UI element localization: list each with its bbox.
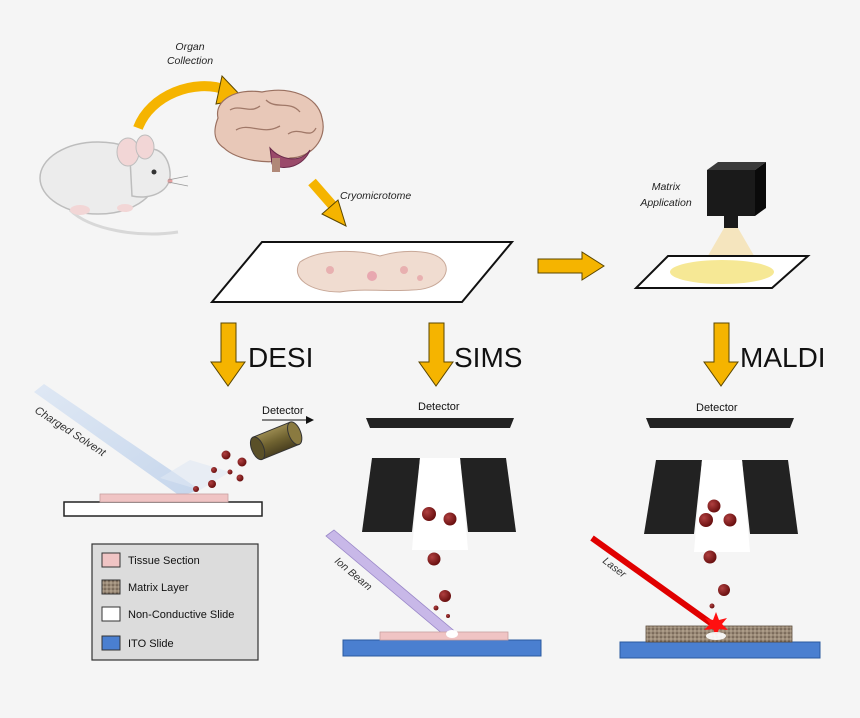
matrix-application-label-1: Matrix bbox=[652, 181, 681, 193]
sims-label: SIMS bbox=[454, 342, 522, 373]
legend-label-ito: ITO Slide bbox=[128, 638, 174, 650]
laser-beam bbox=[590, 535, 714, 627]
maldi-ito-slide bbox=[619, 641, 821, 659]
cryomicrotome-label: Cryomicrotome bbox=[340, 190, 411, 202]
legend: Tissue Section Matrix Layer Non-Conducti… bbox=[91, 543, 259, 661]
legend-swatch-matrix bbox=[101, 579, 121, 595]
sims-ito-slide bbox=[342, 639, 542, 657]
to-matrix-arrow bbox=[537, 251, 605, 281]
cryomicrotome-arrow bbox=[308, 178, 337, 210]
maldi-panel: Detector Laser bbox=[590, 402, 821, 659]
maldi-label: MALDI bbox=[740, 342, 826, 373]
desi-detector-icon bbox=[249, 421, 303, 461]
desi-tissue-section bbox=[99, 493, 229, 503]
sims-down-arrow bbox=[418, 322, 454, 387]
sims-ion-optic-left bbox=[362, 458, 420, 532]
sims-detector-label: Detector bbox=[418, 401, 460, 413]
legend-swatch-ito bbox=[101, 635, 121, 651]
legend-swatch-nonconductive bbox=[101, 606, 121, 622]
organ-collection-label-1: Organ bbox=[175, 41, 204, 53]
cryomicrotome-arrowhead bbox=[321, 199, 347, 227]
maldi-ion-optic-left bbox=[644, 460, 702, 534]
maldi-detector-bar bbox=[646, 418, 794, 428]
sims-ion-optic-right bbox=[460, 458, 516, 532]
sims-detector-bar bbox=[366, 418, 514, 428]
sims-tissue-section bbox=[379, 631, 509, 641]
matrix-slide bbox=[633, 255, 811, 289]
legend-label-tissue: Tissue Section bbox=[128, 555, 200, 567]
brain-icon bbox=[214, 89, 324, 172]
laser-impact bbox=[704, 612, 728, 636]
desi-label: DESI bbox=[248, 342, 313, 373]
legend-label-nonconductive: Non-Conductive Slide bbox=[128, 609, 234, 621]
desi-non-conductive-slide bbox=[63, 501, 263, 517]
desi-detector-label: Detector bbox=[262, 405, 304, 417]
tissue-section-slide bbox=[209, 241, 515, 303]
organ-collection-label-2: Collection bbox=[167, 55, 213, 67]
sims-panel: Detector Ion Beam bbox=[325, 401, 542, 657]
desi-panel: Charged Solvent Detector bbox=[32, 384, 314, 517]
matrix-application-label-2: Application bbox=[639, 197, 692, 209]
maldi-down-arrow bbox=[703, 322, 739, 387]
mouse-icon bbox=[39, 134, 189, 236]
legend-label-matrix: Matrix Layer bbox=[128, 582, 189, 594]
legend-swatch-tissue bbox=[101, 552, 121, 568]
charged-solvent-beam bbox=[34, 384, 200, 496]
maldi-ion-optic-right bbox=[742, 460, 798, 534]
organ-collection-arrow bbox=[133, 81, 228, 131]
maldi-detector-label: Detector bbox=[696, 402, 738, 414]
matrix-sprayer-icon bbox=[702, 162, 766, 266]
desi-down-arrow bbox=[210, 322, 246, 387]
